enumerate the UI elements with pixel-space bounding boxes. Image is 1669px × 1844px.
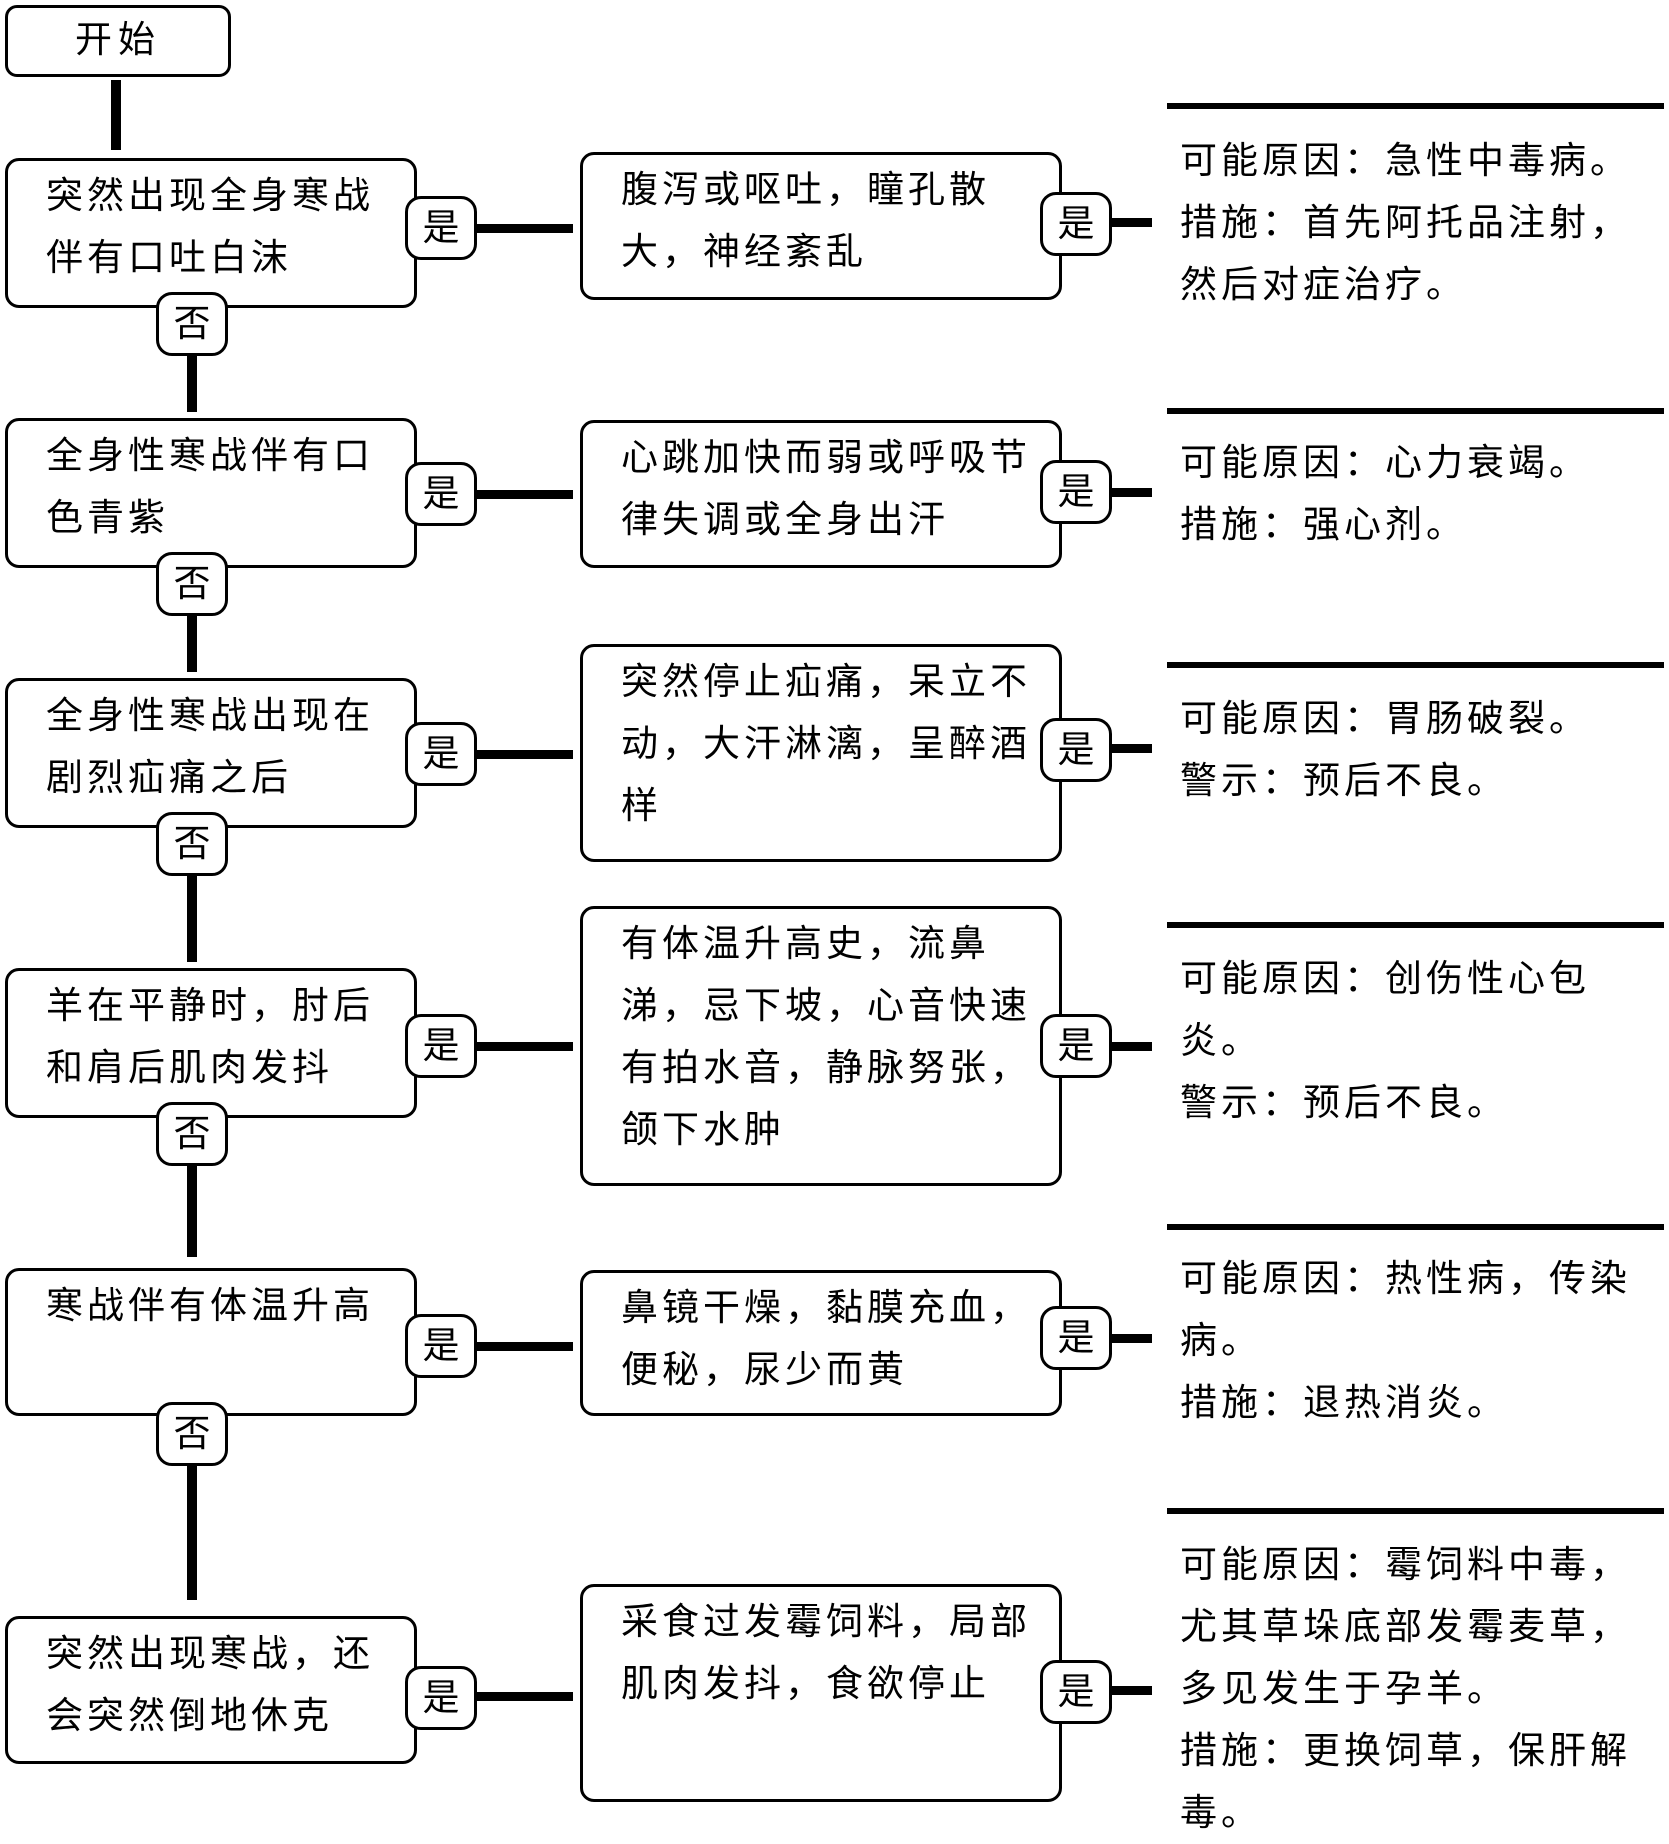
result-rule bbox=[1167, 1508, 1664, 1514]
symptom-box: 有体温升高史，流鼻涕，忌下坡，心音快速有拍水音，静脉努张，颌下水肿 bbox=[580, 906, 1062, 1186]
yes-connector bbox=[477, 224, 573, 233]
result-block: 可能原因：心力衰竭。 措施：强心剂。 bbox=[1180, 432, 1650, 556]
result-rule bbox=[1167, 1224, 1664, 1230]
connector-no-4 bbox=[187, 1165, 197, 1257]
connector-no-2 bbox=[187, 610, 197, 672]
yes-tag: 是 bbox=[1040, 1014, 1112, 1078]
yes-connector bbox=[477, 1342, 573, 1351]
yes-connector bbox=[1112, 744, 1152, 753]
yes-connector bbox=[1112, 488, 1152, 497]
symptom-box: 心跳加快而弱或呼吸节律失调或全身出汗 bbox=[580, 420, 1062, 568]
result-line: 可能原因：心力衰竭。 bbox=[1180, 441, 1590, 484]
result-line: 可能原因：创伤性心包 bbox=[1180, 957, 1590, 1000]
result-line: 措施：退热消炎。 bbox=[1180, 1381, 1508, 1424]
result-line: 措施：更换饲草，保肝解 bbox=[1180, 1729, 1631, 1772]
result-line: 可能原因：霉饲料中毒， bbox=[1180, 1543, 1631, 1586]
result-rule bbox=[1167, 662, 1664, 668]
yes-tag: 是 bbox=[405, 196, 477, 260]
yes-tag: 是 bbox=[405, 462, 477, 526]
symptom-box: 腹泻或呕吐，瞳孔散大，神经紊乱 bbox=[580, 152, 1062, 300]
result-line: 毒。 bbox=[1180, 1791, 1262, 1834]
result-line: 炎。 bbox=[1180, 1019, 1262, 1062]
yes-connector bbox=[477, 750, 573, 759]
yes-connector bbox=[1112, 1042, 1152, 1051]
result-line: 措施：首先阿托品注射， bbox=[1180, 201, 1631, 244]
result-block: 可能原因：创伤性心包 炎。 警示：预后不良。 bbox=[1180, 948, 1650, 1134]
question-box: 寒战伴有体温升高 bbox=[5, 1268, 417, 1416]
no-tag: 否 bbox=[156, 812, 228, 876]
result-block: 可能原因：热性病，传染 病。 措施：退热消炎。 bbox=[1180, 1248, 1650, 1434]
start-node: 开始 bbox=[5, 5, 231, 77]
result-line: 然后对症治疗。 bbox=[1180, 263, 1467, 306]
yes-tag: 是 bbox=[405, 1314, 477, 1378]
result-block: 可能原因：霉饲料中毒， 尤其草垛底部发霉麦草， 多见发生于孕羊。 措施：更换饲草… bbox=[1180, 1534, 1650, 1844]
result-rule bbox=[1167, 103, 1664, 109]
connector-no-3 bbox=[187, 870, 197, 962]
question-box: 全身性寒战出现在剧烈疝痛之后 bbox=[5, 678, 417, 828]
no-tag: 否 bbox=[156, 1402, 228, 1466]
question-box: 突然出现寒战，还会突然倒地休克 bbox=[5, 1616, 417, 1764]
yes-tag: 是 bbox=[1040, 460, 1112, 524]
question-box: 突然出现全身寒战伴有口吐白沫 bbox=[5, 158, 417, 308]
result-rule bbox=[1167, 922, 1664, 928]
connector-no-1 bbox=[187, 350, 197, 412]
yes-connector bbox=[1112, 1334, 1152, 1343]
no-tag: 否 bbox=[156, 292, 228, 356]
yes-connector bbox=[477, 1042, 573, 1051]
symptom-box: 鼻镜干燥，黏膜充血，便秘，尿少而黄 bbox=[580, 1270, 1062, 1416]
yes-connector bbox=[477, 1692, 573, 1701]
yes-tag: 是 bbox=[405, 1666, 477, 1730]
yes-connector bbox=[1112, 1686, 1152, 1695]
symptom-box: 采食过发霉饲料，局部肌肉发抖，食欲停止 bbox=[580, 1584, 1062, 1802]
yes-tag: 是 bbox=[1040, 192, 1112, 256]
result-line: 可能原因：急性中毒病。 bbox=[1180, 139, 1631, 182]
result-line: 可能原因：胃肠破裂。 bbox=[1180, 697, 1590, 740]
yes-tag: 是 bbox=[1040, 1306, 1112, 1370]
yes-tag: 是 bbox=[405, 1014, 477, 1078]
connector-start bbox=[111, 80, 121, 150]
question-box: 全身性寒战伴有口色青紫 bbox=[5, 418, 417, 568]
yes-tag: 是 bbox=[1040, 718, 1112, 782]
result-line: 多见发生于孕羊。 bbox=[1180, 1667, 1508, 1710]
no-tag: 否 bbox=[156, 552, 228, 616]
result-block: 可能原因：急性中毒病。 措施：首先阿托品注射， 然后对症治疗。 bbox=[1180, 130, 1650, 316]
result-line: 措施：强心剂。 bbox=[1180, 503, 1467, 546]
yes-tag: 是 bbox=[1040, 1660, 1112, 1724]
result-rule bbox=[1167, 408, 1664, 414]
result-line: 尤其草垛底部发霉麦草， bbox=[1180, 1605, 1631, 1648]
symptom-box: 突然停止疝痛，呆立不动，大汗淋漓，呈醉酒样 bbox=[580, 644, 1062, 862]
yes-connector bbox=[477, 490, 573, 499]
yes-tag: 是 bbox=[405, 722, 477, 786]
yes-connector bbox=[1112, 218, 1152, 227]
result-line: 警示：预后不良。 bbox=[1180, 759, 1508, 802]
result-line: 病。 bbox=[1180, 1319, 1262, 1362]
result-block: 可能原因：胃肠破裂。 警示：预后不良。 bbox=[1180, 688, 1650, 812]
result-line: 警示：预后不良。 bbox=[1180, 1081, 1508, 1124]
question-box: 羊在平静时，肘后和肩后肌肉发抖 bbox=[5, 968, 417, 1118]
connector-no-5 bbox=[187, 1465, 197, 1600]
result-line: 可能原因：热性病，传染 bbox=[1180, 1257, 1631, 1300]
no-tag: 否 bbox=[156, 1102, 228, 1166]
